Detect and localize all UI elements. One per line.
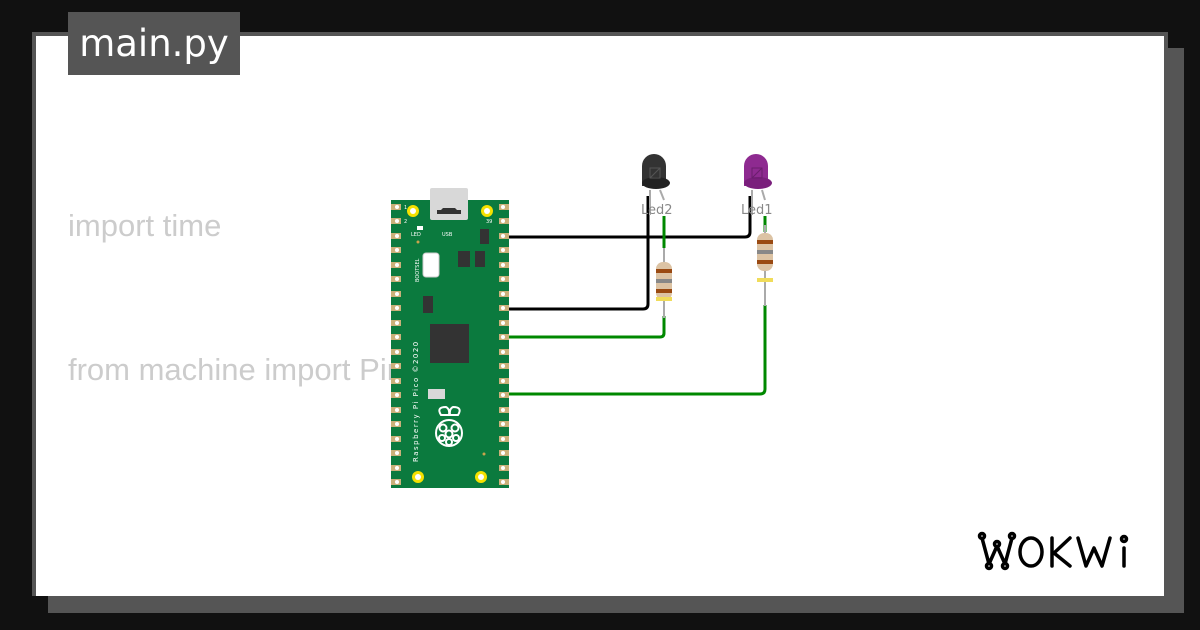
pin2-label: 2 <box>404 219 407 225</box>
resistor-led1[interactable] <box>757 225 773 306</box>
board-silkscreen: Raspberry Pi Pico ©2020 <box>412 340 420 462</box>
wires <box>497 196 767 396</box>
led1-label: Led1 <box>741 203 773 218</box>
code-block: import time from machine import Pin # Co… <box>68 106 876 596</box>
wire-gnd-led2[interactable] <box>497 196 650 311</box>
pico-board[interactable]: 1 2 39 LED USB BOOTSEL Raspberry Pi Pico… <box>391 188 509 488</box>
bootsel-label: BOOTSEL <box>415 258 421 282</box>
bootsel-button[interactable] <box>422 252 440 278</box>
raspberry-logo-icon <box>435 405 463 447</box>
pin39-label: 39 <box>486 219 492 225</box>
wire-signal-led2[interactable] <box>497 316 666 339</box>
usb-connector <box>430 188 468 220</box>
wire-gnd-led1[interactable] <box>497 196 752 239</box>
wokwi-brand-text: WOKWI <box>976 526 980 527</box>
pin1-label: 1 <box>404 205 407 211</box>
wokwi-logo[interactable]: WOKWI <box>976 526 1151 576</box>
code-line: import time <box>68 208 222 243</box>
led2[interactable]: Led2 <box>641 154 673 218</box>
usb-silk-label: USB <box>442 232 453 238</box>
onboard-led <box>417 226 423 230</box>
code-line: from machine import Pin <box>68 352 404 387</box>
file-tab[interactable]: main.py <box>68 12 240 75</box>
led-silk-label: LED <box>411 232 421 238</box>
code-line <box>68 490 876 538</box>
rp2040-chip <box>430 324 469 363</box>
led1[interactable]: Led1 <box>741 154 773 218</box>
wire-signal-led1[interactable] <box>497 305 767 396</box>
resistor-led2[interactable] <box>656 248 672 318</box>
code-card: import time from machine import Pin # Co… <box>32 32 1168 596</box>
led2-label: Led2 <box>641 203 673 218</box>
